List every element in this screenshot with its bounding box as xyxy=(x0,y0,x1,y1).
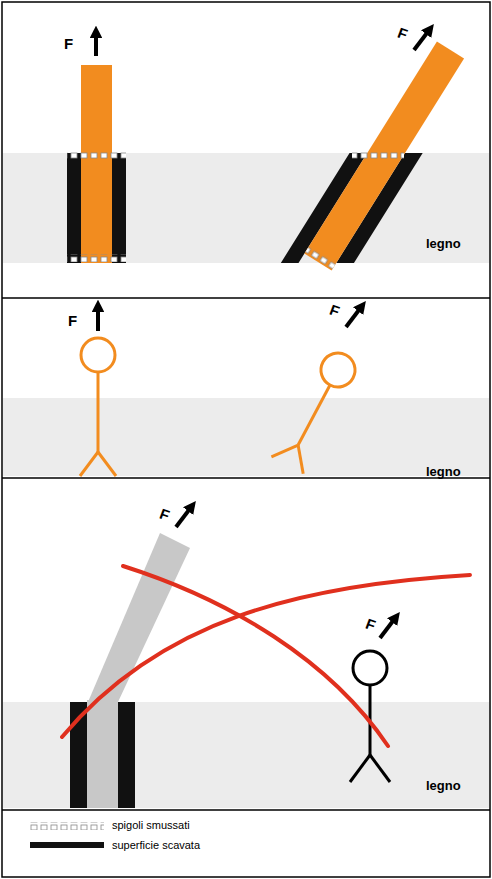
force-label: F xyxy=(396,25,410,42)
stick-figure xyxy=(350,651,390,782)
force-label: F xyxy=(68,313,77,328)
force-label: F xyxy=(364,616,378,633)
slanted-dowel xyxy=(304,42,464,271)
grey-dowel-slanted xyxy=(88,533,190,702)
slanted-hole xyxy=(271,153,483,263)
panel-divider xyxy=(2,298,490,810)
cross-out xyxy=(62,566,470,746)
grey-dowel xyxy=(87,700,118,808)
legend-text: spigoli smussati xyxy=(112,820,190,831)
force-label: F xyxy=(64,36,73,51)
tilted-stick-figure xyxy=(271,347,361,474)
force-label: F xyxy=(158,506,172,523)
force-arrow xyxy=(96,29,430,638)
chamfer-edge xyxy=(352,152,404,160)
stick-figure xyxy=(80,338,116,476)
wood-band xyxy=(3,153,489,808)
legend-text: superficie scavata xyxy=(112,840,200,851)
material-label: legno xyxy=(426,779,461,792)
material-label: legno xyxy=(426,237,461,250)
force-label: F xyxy=(328,302,342,319)
straight-dowel xyxy=(67,65,126,263)
legend-sample-chamfer xyxy=(30,822,104,830)
legend-sample-hollow xyxy=(30,842,104,848)
material-label: legno xyxy=(426,465,461,478)
